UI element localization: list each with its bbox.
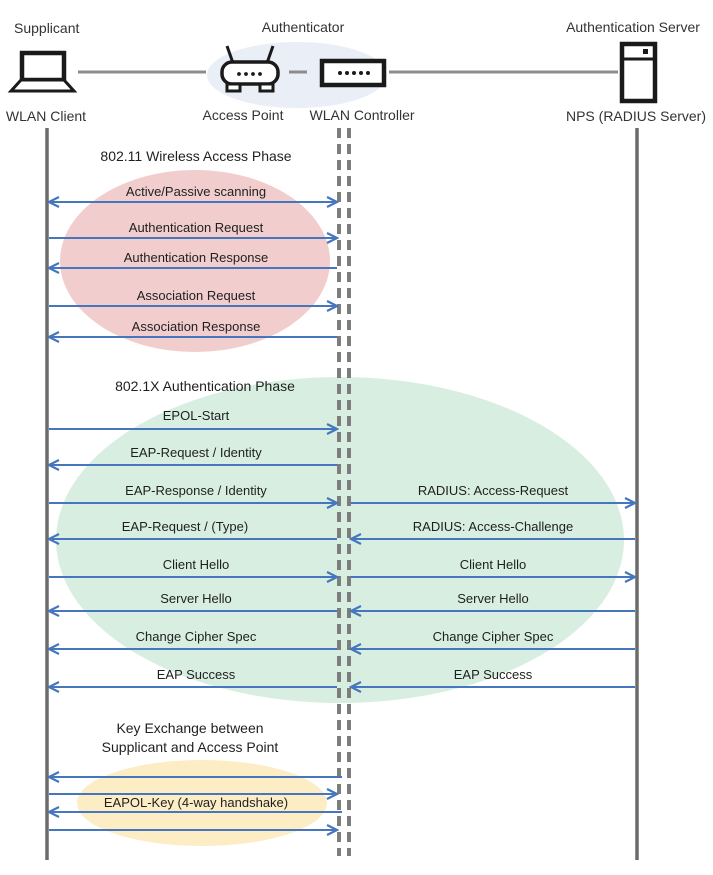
label-client-hello-left: Client Hello [163, 557, 229, 572]
label-authentication-response: Authentication Response [124, 250, 269, 265]
label-eap-response-identity: EAP-Response / Identity [125, 483, 267, 498]
laptop-icon [7, 50, 78, 93]
label-authentication-request: Authentication Request [129, 220, 264, 235]
label-association-request: Association Request [137, 288, 256, 303]
label-eap-success-left: EAP Success [157, 667, 236, 682]
label-radius-access-request: RADIUS: Access-Request [418, 483, 569, 498]
label-epol-start: EPOL-Start [163, 408, 230, 423]
nps-label: NPS (RADIUS Server) [566, 108, 706, 124]
wlan-client-label: WLAN Client [6, 108, 86, 124]
server-icon [619, 41, 658, 104]
label-radius-access-challenge: RADIUS: Access-Challenge [413, 519, 573, 534]
label-association-response: Association Response [132, 319, 261, 334]
label-eapol-key: EAPOL-Key (4-way handshake) [104, 795, 288, 810]
label-change-cipher-left: Change Cipher Spec [136, 629, 257, 644]
wlan-controller-label: WLAN Controller [309, 107, 414, 123]
label-change-cipher-right: Change Cipher Spec [433, 629, 554, 644]
authenticator-role-label: Authenticator [262, 19, 345, 35]
phase2-ellipse [56, 377, 624, 703]
label-server-hello-left: Server Hello [160, 591, 232, 606]
access-point-label: Access Point [203, 107, 284, 123]
phase1-title: 802.11 Wireless Access Phase [100, 148, 291, 164]
access-point-icon [220, 45, 280, 93]
auth-server-role-label: Authentication Server [566, 19, 700, 35]
label-eap-success-right: EAP Success [454, 667, 533, 682]
label-server-hello-right: Server Hello [457, 591, 529, 606]
supplicant-role-label: Supplicant [14, 20, 79, 36]
phase3-ellipse [77, 760, 327, 846]
phase3-title-line2: Supplicant and Access Point [102, 739, 279, 755]
label-client-hello-right: Client Hello [460, 557, 526, 572]
phase2-title: 802.1X Authentication Phase [115, 378, 295, 394]
wlan-controller-icon [319, 58, 387, 88]
phase3-title-line1: Key Exchange between [116, 720, 263, 736]
label-eap-request-type: EAP-Request / (Type) [122, 519, 248, 534]
label-active-passive-scanning: Active/Passive scanning [126, 184, 266, 199]
label-eap-request-identity: EAP-Request / Identity [130, 445, 262, 460]
authenticator-ellipse [207, 42, 387, 108]
